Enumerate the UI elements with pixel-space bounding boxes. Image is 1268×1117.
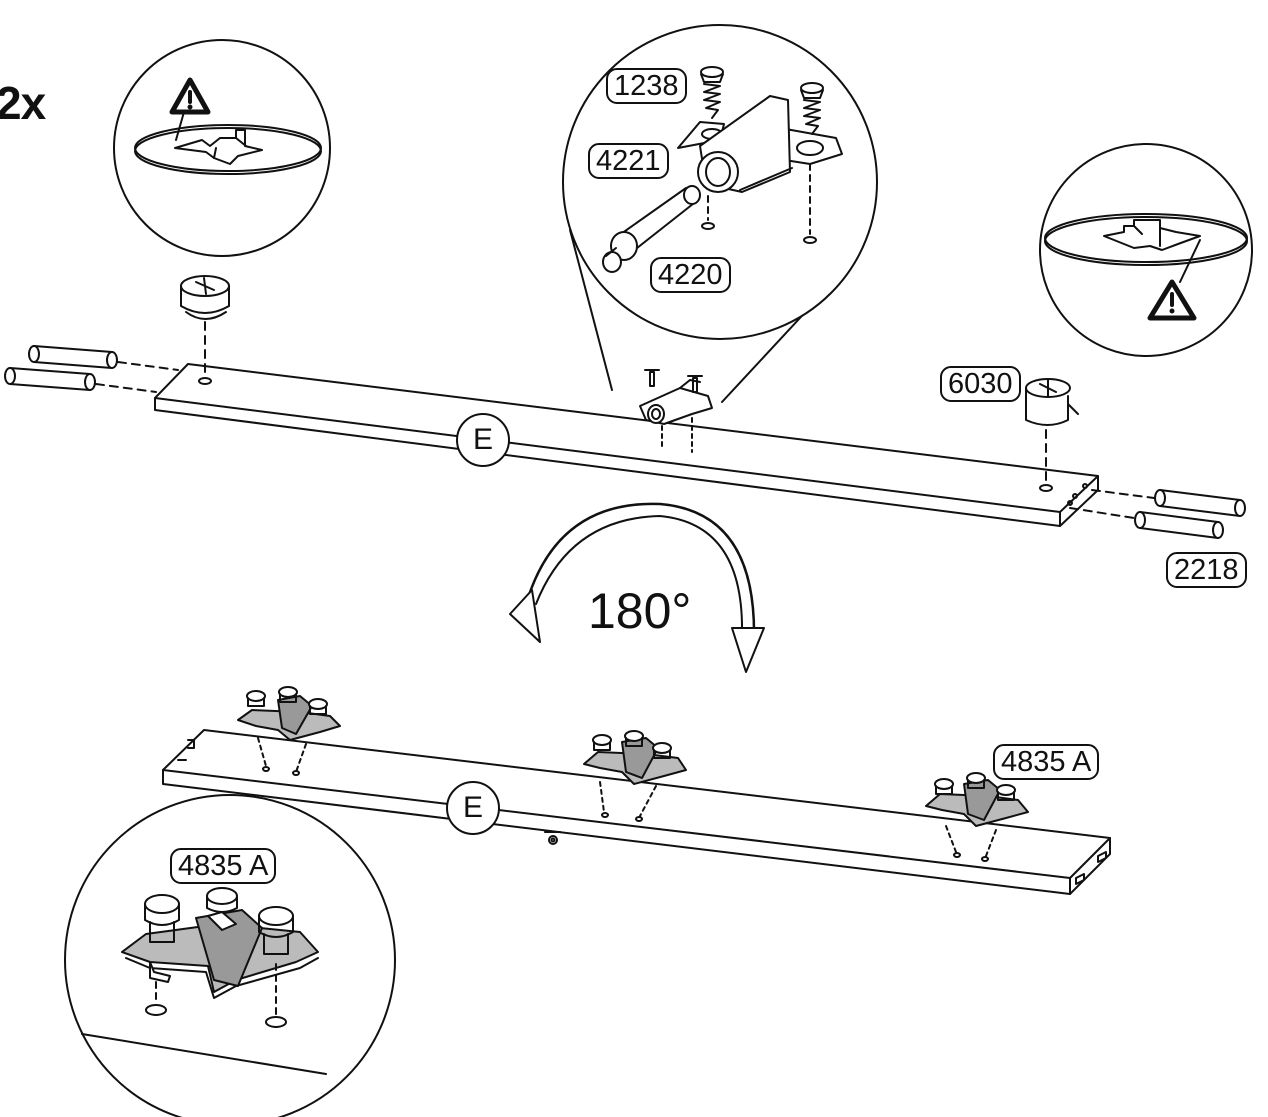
dowel-icon	[1154, 489, 1246, 517]
dowel-icon	[1134, 511, 1224, 539]
damper-part	[602, 185, 701, 273]
panel-e-top	[4, 275, 1246, 539]
warning-icon	[1147, 239, 1201, 321]
detail-circle-warning-right	[1039, 143, 1253, 357]
panel-e-bottom	[162, 729, 1111, 895]
detail-circle-warning-left	[113, 39, 331, 257]
panel-label-e-bottom: E	[446, 781, 500, 835]
rotation-angle-label: 180°	[588, 583, 692, 639]
shelf-clip-icon	[583, 730, 687, 785]
hinge-icon	[677, 95, 843, 193]
cam-lock-icon	[1025, 378, 1079, 426]
hinge-icon	[639, 369, 713, 425]
screw-icon	[800, 82, 824, 135]
screw-icon	[144, 894, 180, 943]
part-code-4220: 4220	[650, 257, 731, 293]
screw-icon	[258, 906, 294, 955]
part-code-1238: 1238	[606, 68, 687, 104]
dowel-icon	[4, 367, 96, 391]
screw-icon	[700, 66, 724, 119]
quantity-label: 2x	[0, 77, 46, 129]
part-code-4221: 4221	[588, 143, 669, 179]
cam-lock-icon	[180, 275, 230, 320]
warning-icon	[169, 77, 211, 141]
rotate-arrow-icon	[509, 502, 765, 673]
part-code-4835a: 4835 A	[993, 744, 1100, 780]
shelf-clip-icon	[237, 686, 341, 741]
screw-icon	[206, 887, 238, 913]
shelf-clip-icon	[925, 772, 1029, 827]
dowel-icon	[28, 345, 118, 369]
part-code-2218: 2218	[1166, 552, 1247, 588]
detail-circle-shelf-clip	[64, 794, 396, 1117]
part-code-4835a-detail: 4835 A	[170, 848, 277, 884]
part-code-6030: 6030	[940, 366, 1021, 402]
panel-label-e-top: E	[456, 413, 510, 467]
